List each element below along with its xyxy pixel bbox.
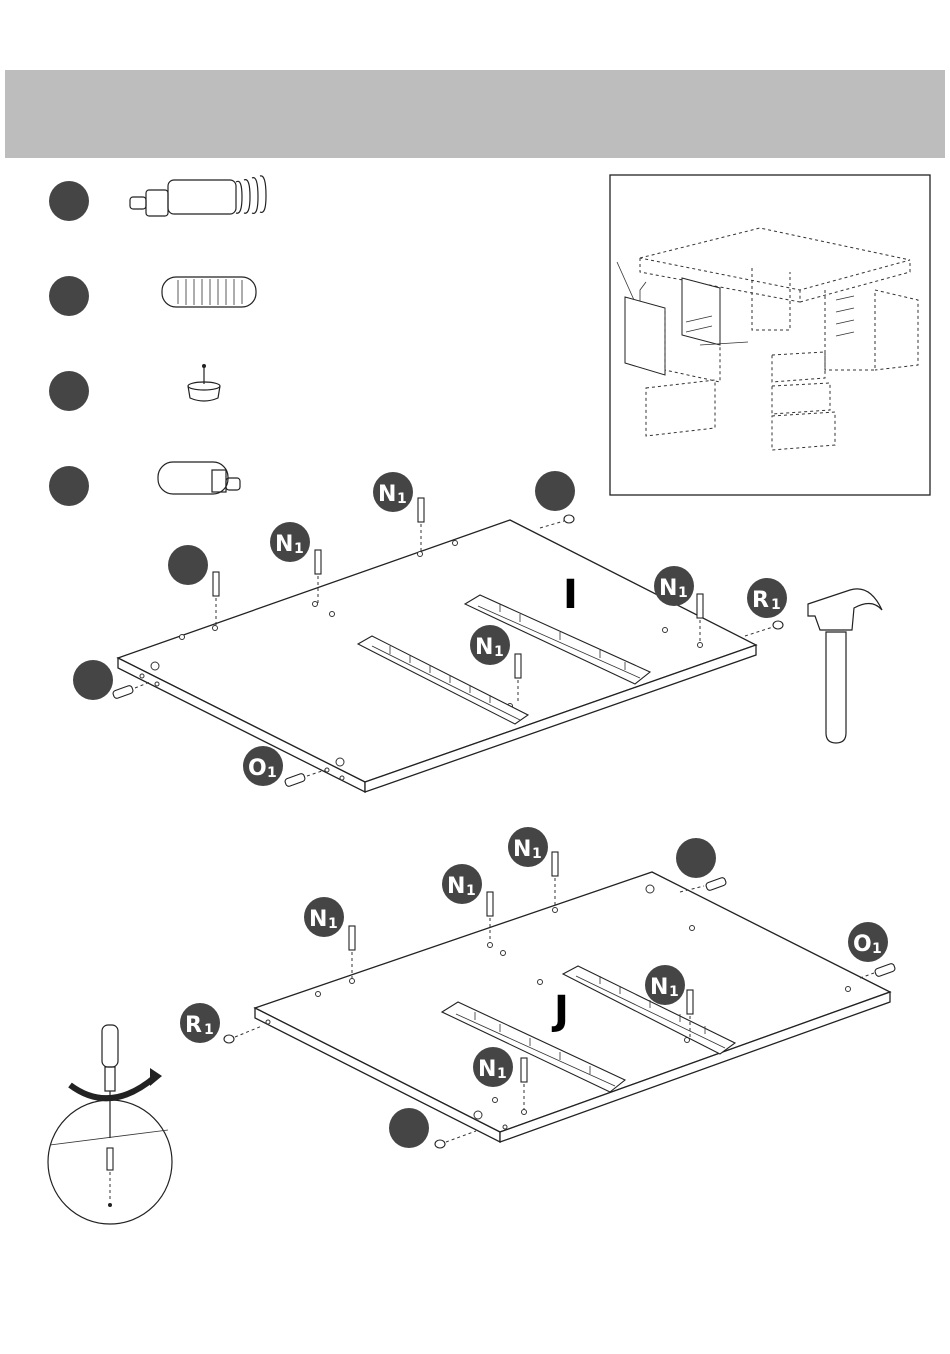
- svg-text:N: N: [478, 1057, 496, 1082]
- legend-callout-2: [49, 276, 89, 316]
- callout-top-unlabeled-3: [73, 660, 113, 700]
- svg-text:1: 1: [204, 1022, 214, 1038]
- svg-text:1: 1: [494, 644, 504, 660]
- assembly-top: I N 1: [73, 471, 882, 792]
- desk-overview-icon: [610, 175, 930, 495]
- svg-text:R: R: [752, 588, 769, 613]
- callout-bottom-n1-d: N 1: [645, 965, 685, 1005]
- svg-text:N: N: [275, 532, 293, 557]
- legend-callout-1: [49, 181, 89, 221]
- svg-text:1: 1: [497, 1066, 507, 1082]
- svg-text:1: 1: [328, 916, 338, 932]
- callout-bottom-n1-c: N 1: [304, 897, 344, 937]
- svg-text:N: N: [475, 635, 493, 660]
- svg-text:N: N: [378, 482, 396, 507]
- callout-top-n1-d: N 1: [470, 625, 510, 665]
- callout-bottom-n1-a: N 1: [508, 827, 548, 867]
- svg-text:N: N: [513, 837, 531, 862]
- callout-top-n1-c: N 1: [654, 566, 694, 606]
- svg-text:1: 1: [678, 585, 688, 601]
- screwdriver-icon: [48, 1025, 172, 1224]
- panel-j: [255, 872, 890, 1132]
- callout-bottom-unlabeled-2: [389, 1108, 429, 1148]
- svg-text:N: N: [447, 874, 465, 899]
- svg-text:1: 1: [532, 846, 542, 862]
- hammer-icon: [808, 589, 882, 743]
- svg-text:1: 1: [294, 541, 304, 557]
- callout-bottom-o1: O 1: [848, 922, 888, 962]
- callout-top-unlabeled-1: [168, 545, 208, 585]
- panel-i: [118, 520, 756, 782]
- glide-nail-icon: [188, 364, 220, 401]
- plastic-dowel-icon: [158, 462, 240, 494]
- svg-text:1: 1: [267, 765, 277, 781]
- legend-callout-4: [49, 466, 89, 506]
- callout-top-n1-a: N 1: [373, 472, 413, 512]
- assembly-bottom: J N 1 N 1: [48, 827, 896, 1224]
- svg-text:N: N: [659, 576, 677, 601]
- svg-text:O: O: [853, 932, 872, 957]
- hardware-legend: [49, 176, 266, 506]
- svg-text:1: 1: [466, 883, 476, 899]
- wood-dowel-icon: [162, 277, 256, 307]
- part-label-i: I: [563, 572, 578, 618]
- callout-bottom-n1-b: N 1: [442, 864, 482, 904]
- callout-top-r1: R 1: [747, 578, 787, 618]
- callout-bottom-unlabeled-1: [676, 838, 716, 878]
- callout-top-unlabeled-2: [535, 471, 575, 511]
- callout-top-n1-b: N 1: [270, 522, 310, 562]
- svg-text:N: N: [309, 907, 327, 932]
- callout-bottom-r1: R 1: [180, 1003, 220, 1043]
- callout-bottom-n1-e: N 1: [473, 1047, 513, 1087]
- svg-text:1: 1: [872, 941, 882, 957]
- svg-text:R: R: [185, 1013, 202, 1038]
- svg-text:N: N: [650, 975, 668, 1000]
- callout-top-o1: O 1: [243, 746, 283, 786]
- svg-text:1: 1: [669, 984, 679, 1000]
- svg-text:1: 1: [397, 491, 407, 507]
- svg-text:O: O: [248, 756, 267, 781]
- svg-text:1: 1: [771, 597, 781, 613]
- legend-callout-3: [49, 371, 89, 411]
- cam-bolt-icon: [130, 176, 266, 216]
- part-label-j: J: [551, 988, 569, 1034]
